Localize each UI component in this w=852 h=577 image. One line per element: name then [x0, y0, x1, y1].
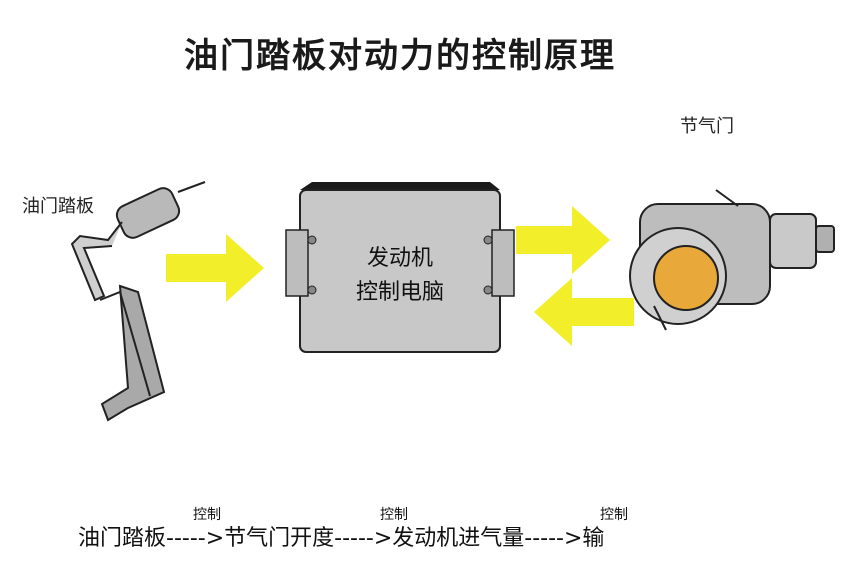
ecu-label-line2: 控制电脑	[355, 280, 444, 305]
ecu-label: 发动机 控制电脑	[300, 242, 500, 310]
ecu-box	[285, 182, 515, 353]
pedal-illustration	[70, 181, 206, 422]
pedal-sensor	[115, 187, 181, 239]
throttle-label: 节气门	[680, 116, 734, 137]
arrow-ecu-to-throttle	[516, 206, 610, 274]
page-title: 油门踏板对动力的控制原理	[184, 36, 616, 76]
control-label-2: 控制	[380, 507, 408, 523]
throttle-bore	[653, 245, 719, 311]
ecu-label-line1: 发动机	[366, 246, 433, 271]
arrow-throttle-to-ecu	[534, 278, 634, 346]
control-label-3: 控制	[600, 507, 628, 523]
arrow-pedal-to-ecu	[166, 234, 264, 302]
pedal-label: 油门踏板	[22, 196, 94, 217]
pedal-lever	[70, 221, 123, 302]
control-label-1: 控制	[193, 507, 221, 523]
control-chain-text: 油门踏板----->节气门开度----->发动机进气量----->输	[78, 526, 605, 551]
throttle-illustration	[629, 189, 835, 331]
pedal-plate	[100, 284, 166, 422]
